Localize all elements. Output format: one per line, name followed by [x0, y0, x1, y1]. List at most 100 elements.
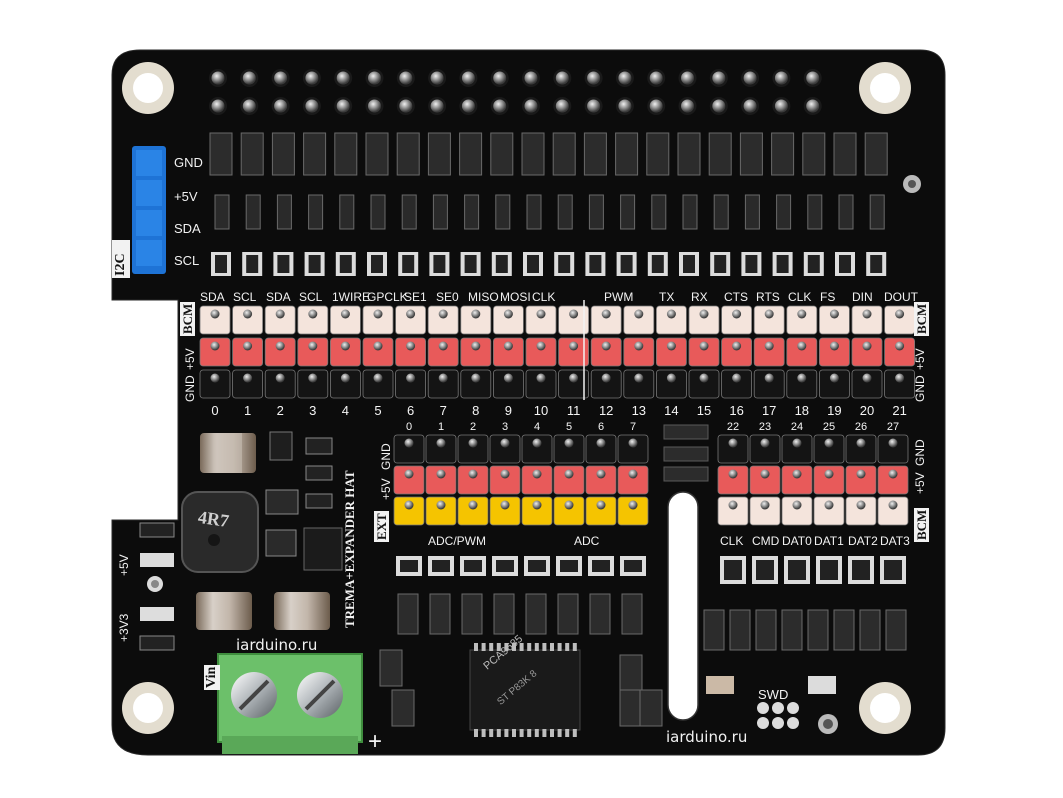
capacitor-1 [200, 433, 256, 473]
ext-number: 5 [565, 421, 573, 433]
dat-label: DAT0 [782, 534, 812, 548]
bcm-number: 14 [664, 403, 679, 418]
ext-header-pin [521, 434, 553, 464]
ext-header-pin [425, 465, 457, 495]
bcm-header-pin [623, 369, 655, 399]
bcm-header-pin [232, 305, 264, 335]
bcm-top-label: RX [691, 290, 708, 304]
bcm-header-pin [819, 369, 850, 399]
bcm-header-pin [884, 369, 915, 399]
bcm-number: 5 [374, 403, 382, 418]
small-smd-cluster [265, 431, 343, 571]
component-column [677, 132, 701, 276]
bcm-header-pin [427, 337, 459, 367]
pca9685-chip [469, 649, 581, 731]
bcm-tag-left: BCM [180, 301, 195, 336]
ic-pin [534, 729, 539, 737]
gpio-pin [365, 97, 384, 115]
bcm-number: 13 [631, 403, 647, 418]
bcm-rail-5v-right: +5V [913, 348, 927, 370]
mounting-hole-top-right [859, 62, 911, 114]
gpio-pin [209, 97, 227, 115]
smd-diode [391, 689, 415, 727]
component-column [396, 132, 420, 276]
middle-diodes [663, 424, 709, 482]
ext-header-pin [617, 465, 649, 495]
gpio-pin [709, 69, 728, 87]
dat-header-pin [877, 434, 909, 464]
i2c-tag: I2C [113, 253, 128, 276]
bcm-header-pin [721, 337, 752, 367]
ext-header-pin [489, 465, 521, 495]
gpio-pin [678, 97, 697, 115]
smd-resistor-body [560, 560, 578, 572]
bcm-header-pin [525, 337, 557, 367]
ic-pin [565, 643, 570, 651]
dat-header-pin [717, 434, 749, 464]
bcm-header-pin [460, 337, 492, 367]
bcm-header-pin [688, 337, 720, 367]
component-column [334, 132, 358, 276]
ic-pin [527, 729, 532, 737]
smd-diode [379, 649, 403, 687]
gpio-pin [772, 97, 791, 115]
ext-number: 3 [501, 421, 509, 433]
bcm-header-rows [199, 300, 915, 400]
plus-sign: + [368, 728, 383, 755]
bcm-header-pin [264, 305, 296, 335]
ext-header-pin [553, 465, 585, 495]
smd-resistor-body [756, 560, 774, 580]
smd-diode [639, 689, 663, 727]
gpio-pin [803, 69, 822, 87]
bcm-top-label: CTS [724, 290, 748, 304]
bcm-number: 19 [827, 403, 842, 418]
bcm-top-label: TX [659, 290, 675, 304]
bcm-header-pin [525, 305, 557, 335]
ext-header-pin [585, 434, 617, 464]
bcm-top-label: CLK [532, 290, 556, 304]
bcm-header-pin [427, 305, 459, 335]
bcm-top-label: FS [820, 290, 836, 304]
bcm-rail-gnd-left: GND [183, 375, 197, 402]
gpio-pin [365, 69, 384, 87]
smd-diode [525, 593, 547, 635]
bcm-rail-5v-left: +5V [183, 348, 197, 370]
board-title: TREMA+EXPANDER HAT [342, 470, 357, 628]
lower-component-rows [379, 556, 907, 727]
ic-pin [527, 643, 532, 651]
ext-header-pin [393, 465, 425, 495]
bcm-number: 7 [439, 403, 447, 418]
smd-diode [589, 593, 611, 635]
bcm-header-pin [362, 337, 394, 367]
gpio-pin [490, 97, 509, 115]
bcm-header-pin [786, 305, 818, 335]
bcm-header-pin [786, 337, 818, 367]
mounting-hole-bottom-left [122, 682, 174, 734]
bcm-header-pin [753, 337, 785, 367]
ext-rail-gnd: GND [379, 443, 393, 470]
bcm-header-pin [851, 369, 883, 399]
component-column [240, 132, 264, 276]
dat-header-pin [781, 434, 813, 464]
bcm-header-pin [460, 305, 492, 335]
mounting-hole-bottom-right [859, 682, 911, 734]
gpio-pin [584, 97, 603, 115]
dat-number: 27 [886, 421, 900, 433]
smd-diode [703, 609, 725, 651]
bcm-top-label: SE0 [436, 290, 459, 304]
dat-header-pin [845, 434, 877, 464]
bcm-header-pin [590, 337, 622, 367]
ext-header-pin [425, 496, 457, 526]
dat-header-pin [749, 465, 781, 495]
bcm-number: 6 [406, 403, 415, 418]
ext-header-pin [393, 434, 425, 464]
bcm-header-pin [590, 305, 622, 335]
ic-pin [557, 729, 562, 737]
bcm-header-pin [558, 369, 589, 399]
bcm-header-pin [232, 337, 264, 367]
smd-resistor-body [432, 560, 450, 572]
dat-header-pin [781, 465, 813, 495]
ic-pin [572, 729, 577, 737]
smd-diode [619, 689, 643, 727]
bcm-header-pin [329, 337, 361, 367]
